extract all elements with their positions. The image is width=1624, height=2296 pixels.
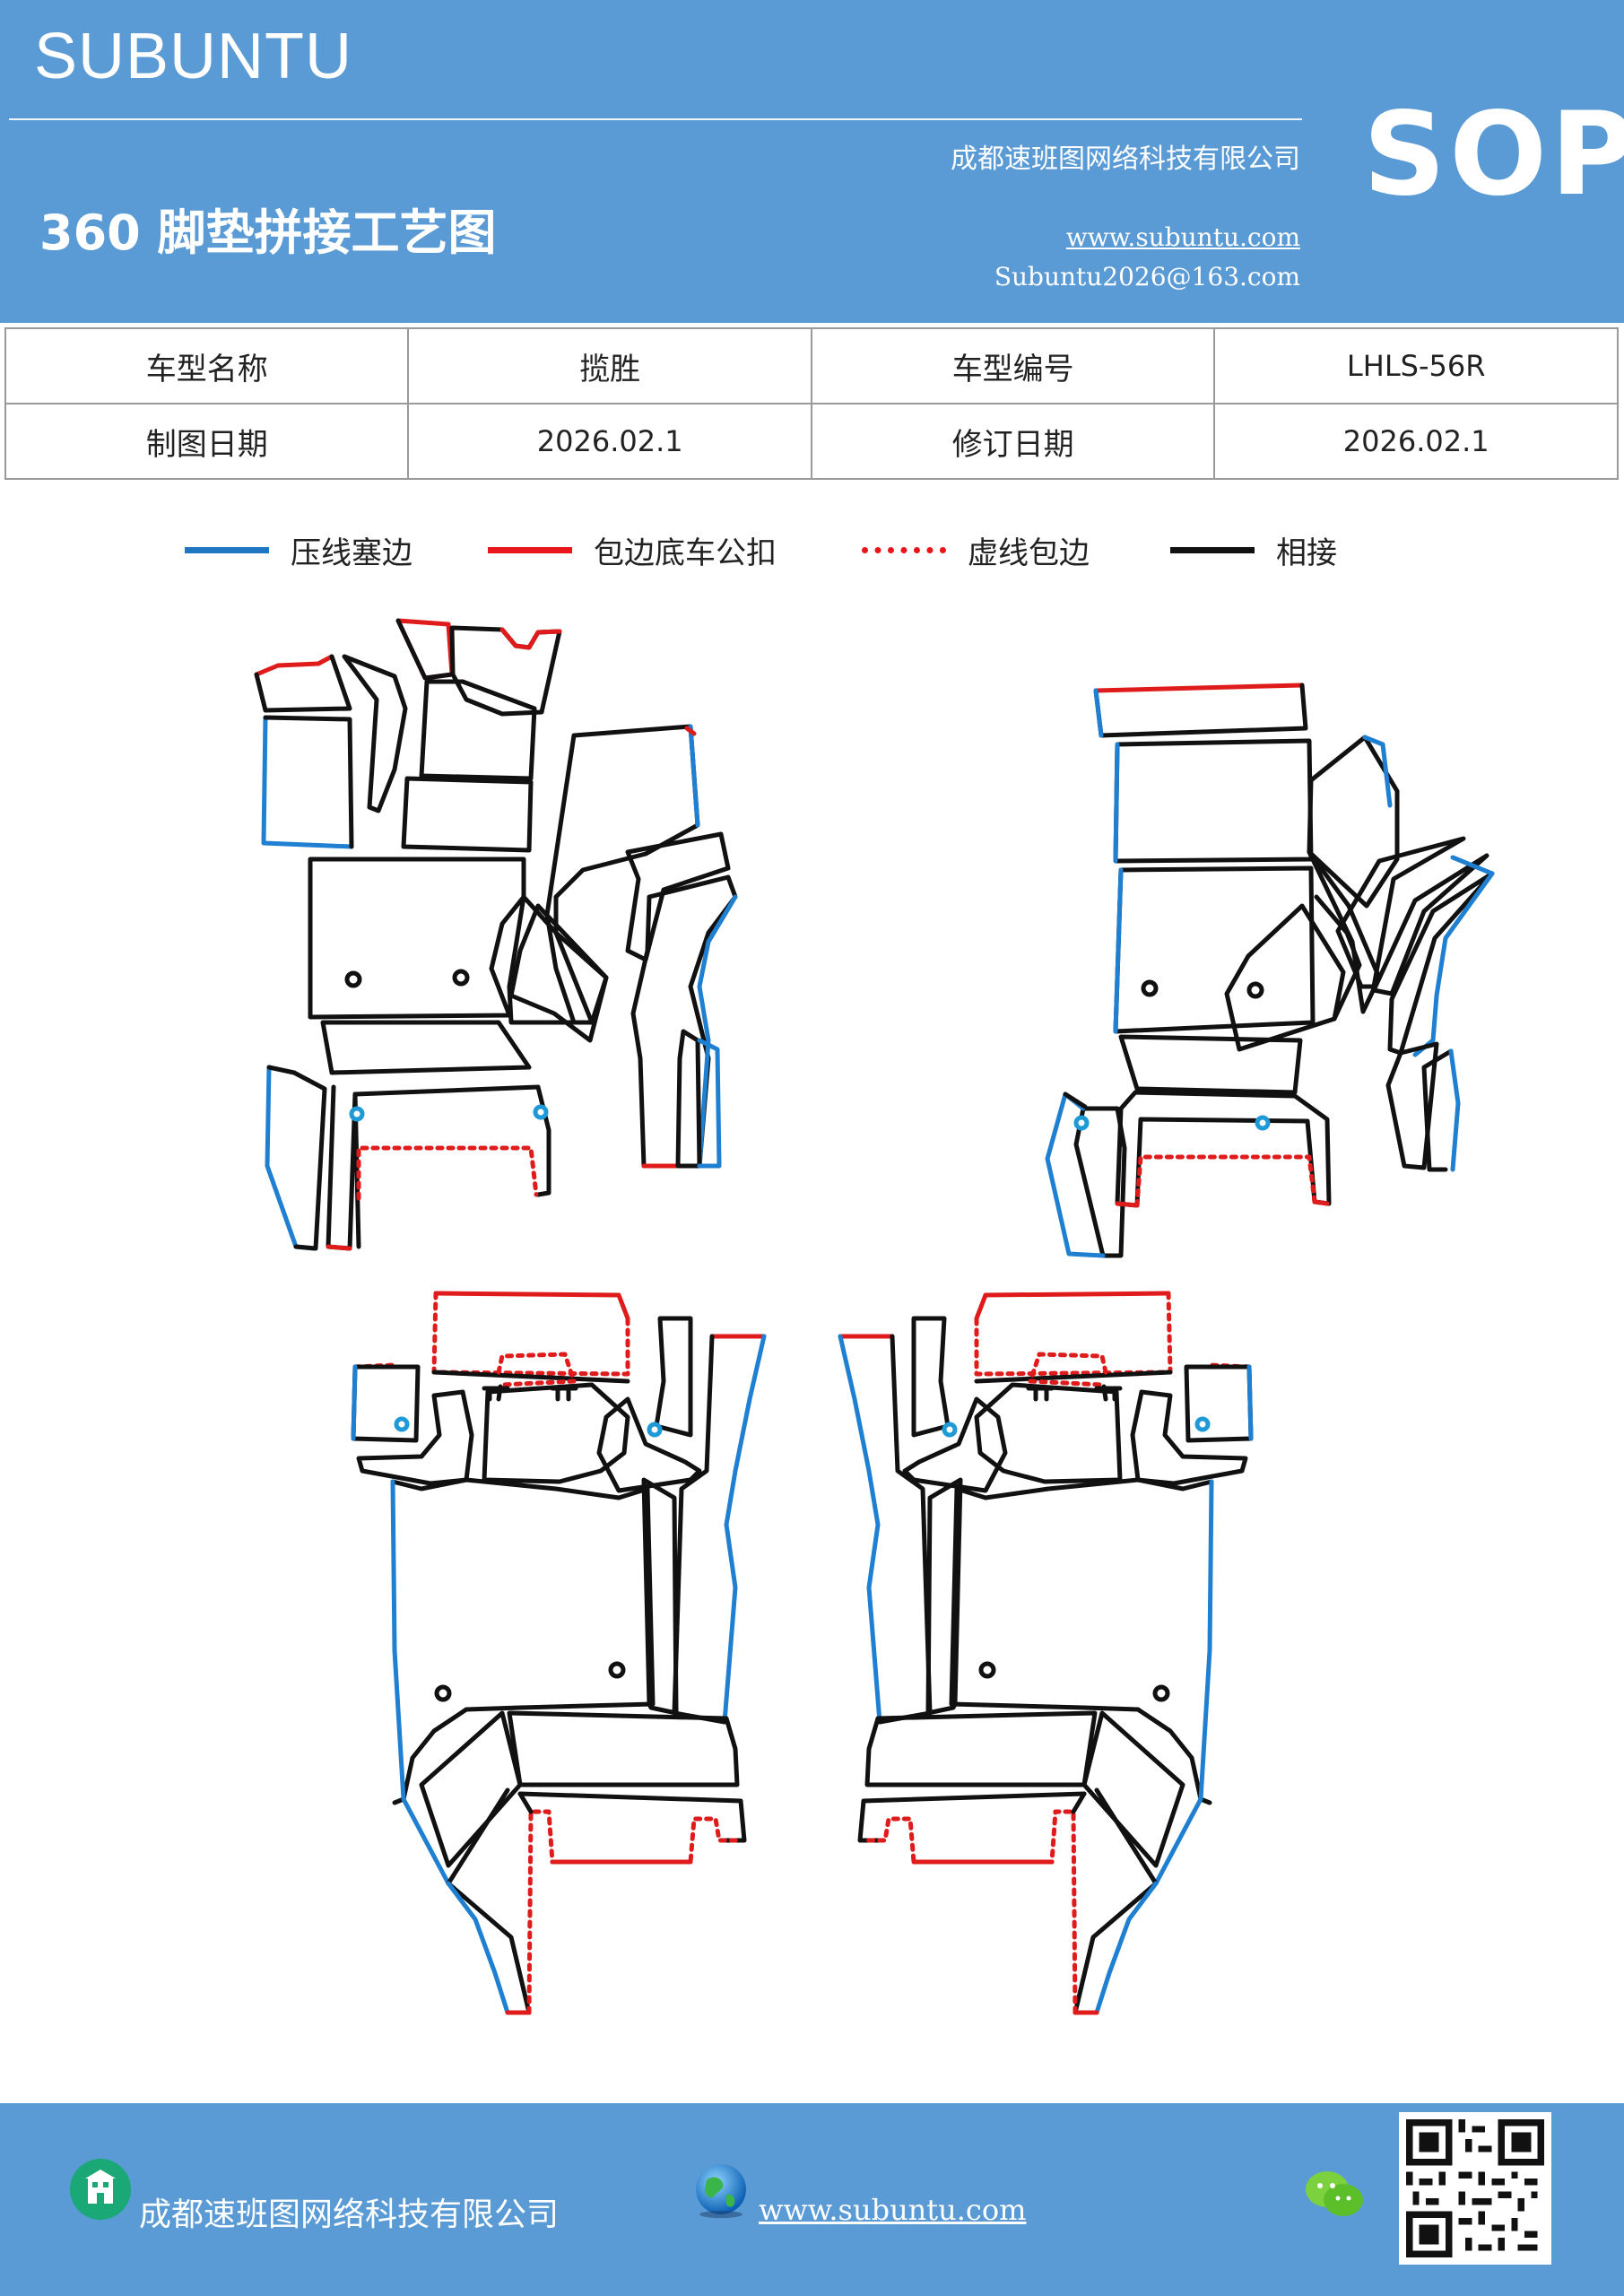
footer-website-link[interactable]: www.subuntu.com <box>759 2193 1027 2227</box>
legend-swatch <box>1170 546 1255 553</box>
sop-badge: SOP <box>1363 88 1624 222</box>
table-cell: 2026.02.1 <box>407 403 812 480</box>
table-cell: LHLS-56R <box>1213 327 1619 404</box>
legend-label: 压线塞边 <box>291 535 413 571</box>
qr-code <box>1399 2112 1551 2265</box>
building-icon <box>70 2159 131 2220</box>
legend-swatch <box>862 546 946 553</box>
legend-swatch <box>185 546 269 553</box>
email-address: Subuntu2026@163.com <box>994 262 1300 291</box>
globe-icon <box>690 2159 751 2220</box>
table-cell: 修订日期 <box>810 403 1216 480</box>
header-banner: SUBUNTU 成都速班图网络科技有限公司 360 脚垫拼接工艺图 www.su… <box>0 0 1624 323</box>
brand-logo-text: SUBUNTU <box>34 21 353 92</box>
mat-panel-rear-right <box>838 1291 1254 2015</box>
footer-banner: 成都速班图网络科技有限公司 www.subuntu.com <box>0 2103 1624 2296</box>
table-cell: 揽胜 <box>407 327 812 404</box>
table-row: 制图日期 2026.02.1 修订日期 2026.02.1 <box>4 403 1619 480</box>
table-cell: 车型名称 <box>4 327 410 404</box>
wechat-icon[interactable] <box>1302 2168 1367 2222</box>
legend-label: 虚线包边 <box>968 535 1090 571</box>
legend-item: 虚线包边 <box>862 527 1090 572</box>
footer-company-name: 成都速班图网络科技有限公司 <box>139 2196 560 2233</box>
floor-mat-diagram: .k { stroke: #111; stroke-width: 5; fill… <box>254 618 1495 2015</box>
website-link[interactable]: www.subuntu.com <box>1065 222 1300 252</box>
company-name: 成都速班图网络科技有限公司 <box>951 144 1300 175</box>
header-divider <box>9 118 1302 120</box>
table-cell: 制图日期 <box>4 403 410 480</box>
legend-swatch <box>488 546 572 553</box>
mat-panel-front-left <box>254 618 738 1251</box>
table-cell: 2026.02.1 <box>1213 403 1619 480</box>
page-title: 360 脚垫拼接工艺图 <box>39 204 497 261</box>
mat-panel-front-right <box>1045 683 1495 1258</box>
legend-item: 压线塞边 <box>185 527 413 572</box>
vehicle-info-table: 车型名称 揽胜 车型编号 LHLS-56R 制图日期 2026.02.1 修订日… <box>4 327 1619 480</box>
table-cell: 车型编号 <box>810 327 1216 404</box>
legend-item: 包边底车公扣 <box>488 527 777 572</box>
mat-panel-rear-left <box>351 1291 767 2015</box>
legend-label: 相接 <box>1276 535 1337 571</box>
line-legend: 压线塞边 包边底车公扣 虚线包边 相接 <box>0 527 1624 572</box>
legend-item: 相接 <box>1170 527 1337 572</box>
table-row: 车型名称 揽胜 车型编号 LHLS-56R <box>4 327 1619 404</box>
legend-label: 包边底车公扣 <box>594 535 777 571</box>
